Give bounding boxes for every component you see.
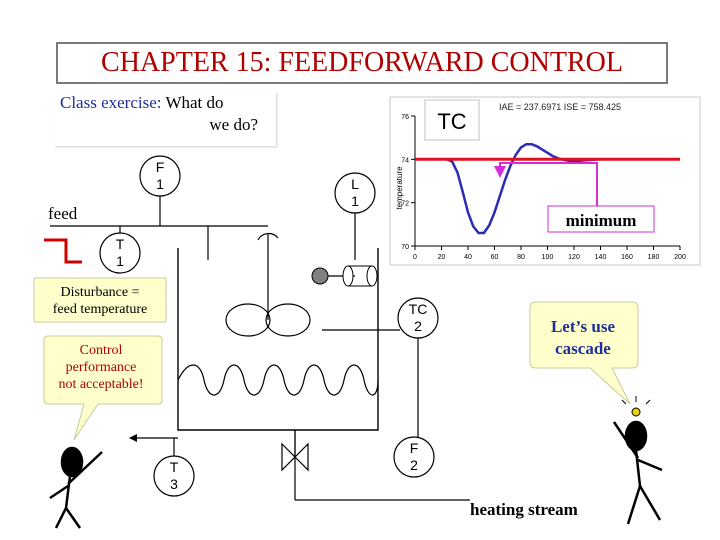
x-tick-label-10: 200 [674, 254, 686, 261]
exercise-line1: Class exercise: What do [54, 92, 276, 114]
y-tick-label-2: 74 [401, 157, 409, 164]
T3-number: 3 [170, 476, 178, 492]
instrument-TC2[interactable]: TC 2 [397, 297, 439, 339]
x-tick-label-7: 140 [595, 254, 607, 261]
cascade-line2: cascade [555, 339, 611, 358]
y-tick-label-3: 76 [401, 114, 409, 121]
instrument-T3[interactable]: T 3 [153, 438, 195, 497]
T1-number: 1 [116, 253, 124, 269]
exercise-text-line2: we do? [209, 115, 258, 134]
agitator-motor-arc [257, 232, 279, 241]
exercise-label: Class exercise: [60, 93, 162, 112]
minimum-label: minimum [566, 211, 637, 230]
heating-coil [177, 364, 379, 396]
x-tick-label-3: 60 [491, 254, 499, 261]
x-tick-label-5: 100 [542, 254, 554, 261]
x-tick-label-1: 20 [438, 254, 446, 261]
chart-ticks: 0 20 40 60 80 100 120 140 160 180 200 70 72 74 76 [401, 114, 686, 261]
minimum-arrow [494, 162, 598, 206]
chart-series [415, 142, 680, 235]
x-tick-label-0: 0 [413, 254, 417, 261]
lightbulb-idea-icon [621, 396, 651, 417]
F2-number: 2 [410, 457, 418, 473]
instrument-L1[interactable]: L 1 [334, 172, 376, 214]
y-tick-label-0: 70 [401, 244, 409, 251]
disturbance-text: Disturbance = feed temperature [36, 284, 164, 318]
F1-letter: F [156, 159, 165, 175]
control-line1: Control [79, 343, 123, 358]
step-disturbance-icon [44, 238, 82, 264]
instrument-F1[interactable]: F 1 [139, 155, 181, 197]
level-sensor-cylinder [342, 265, 378, 287]
stick-figure-right-icon [612, 420, 663, 525]
level-float [311, 267, 329, 285]
control-text: Control performance not acceptable! [42, 342, 160, 393]
L1-letter: L [351, 176, 359, 192]
x-tick-label-4: 80 [517, 254, 525, 261]
impeller-right [265, 303, 311, 337]
instrument-F2[interactable]: F 2 [393, 436, 435, 478]
x-tick-label-9: 180 [648, 254, 660, 261]
exercise-text-line1: What do [161, 93, 224, 112]
instrument-T1[interactable]: T 1 [99, 232, 141, 274]
x-tick-label-8: 160 [621, 254, 633, 261]
cascade-text: Let’s use cascade [536, 316, 630, 360]
T3-letter: T [170, 459, 179, 475]
control-line2: performance [65, 360, 137, 375]
slide-title-box: CHAPTER 15: FEEDFORWARD CONTROL [56, 42, 668, 84]
L1-number: 1 [351, 193, 359, 209]
disturbance-line2: feed temperature [52, 302, 148, 317]
disturbance-callout [33, 277, 167, 323]
feed-label: feed [48, 204, 78, 223]
chart-y-axis-label: temperature [395, 166, 404, 210]
control-callout [43, 335, 163, 441]
temperature-trend-chart: IAE = 237.6971 ISE = 758.425 temperature… [389, 96, 701, 266]
heating-valve [281, 430, 309, 472]
control-line3: not acceptable! [58, 377, 144, 392]
cascade-line1: Let’s use [550, 317, 616, 336]
minimum-label-box [547, 205, 655, 233]
y-tick-label-1: 72 [401, 201, 409, 208]
cascade-callout [529, 301, 639, 405]
x-tick-label-2: 40 [464, 254, 472, 261]
TC2-number: 2 [414, 318, 422, 334]
F1-number: 1 [156, 176, 164, 192]
disturbance-line1: Disturbance = [60, 285, 140, 300]
F2-letter: F [410, 440, 419, 456]
chart-title: IAE = 237.6971 ISE = 758.425 [499, 102, 621, 112]
impeller-left [225, 303, 271, 337]
tc-tag-label: TC [437, 109, 466, 134]
tc-tag-box [424, 99, 480, 141]
TC2-letter: TC [409, 301, 428, 317]
T1-letter: T [116, 236, 125, 252]
slide-title: CHAPTER 15: FEEDFORWARD CONTROL [101, 47, 623, 78]
class-exercise-box: Class exercise: What do we do? [54, 92, 276, 146]
x-tick-label-6: 120 [568, 254, 580, 261]
vessel [177, 248, 379, 431]
stick-figure-left-icon [49, 446, 103, 529]
heating-stream-label: heating stream [470, 500, 578, 519]
